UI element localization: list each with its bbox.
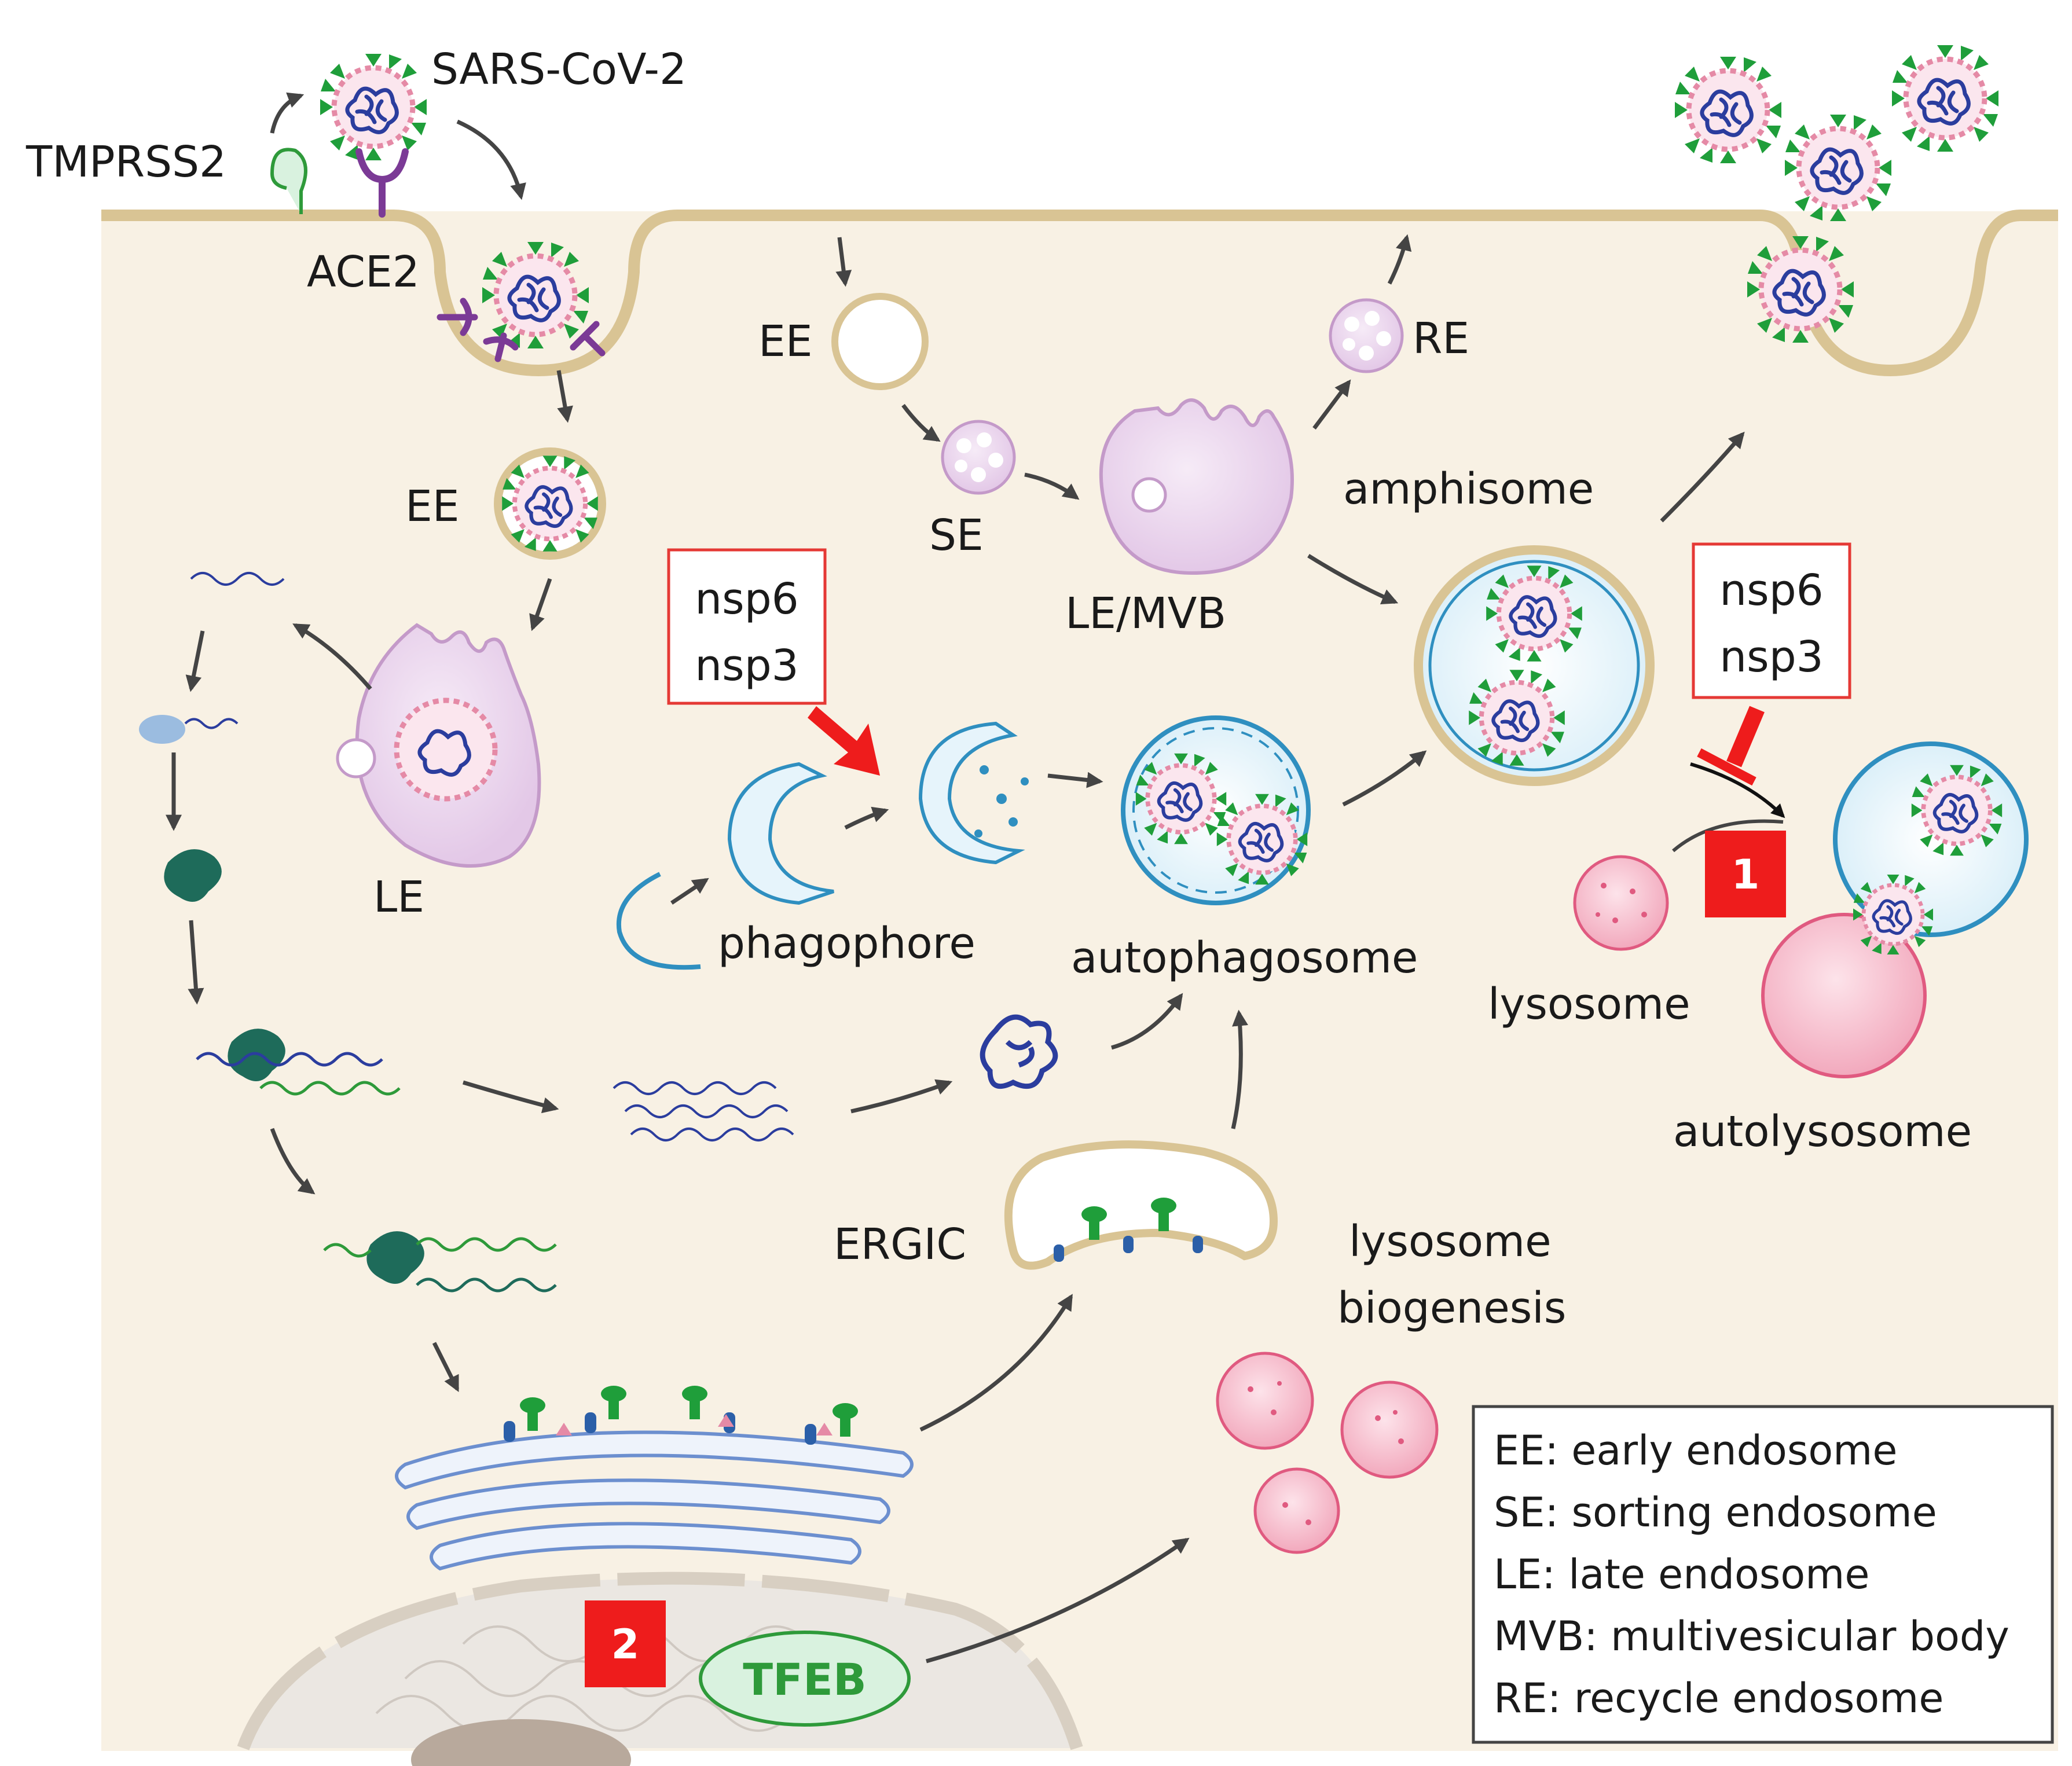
- nsp-box-left: [667, 548, 827, 705]
- label-ace2: ACE2: [307, 247, 420, 297]
- arrow-ee-to-le: [529, 578, 552, 631]
- virus-extracellular-top: [320, 54, 427, 160]
- ribosome-3: [366, 1231, 424, 1284]
- ergic-vesicle: [1004, 1140, 1278, 1270]
- legend-item-re: RE: recycle endosome: [1494, 1675, 1943, 1722]
- label-lysosome-biogenesis-1: lysosome: [1349, 1217, 1552, 1266]
- arrow-virus-entry: [456, 119, 526, 200]
- badge-1-label: 1: [1732, 851, 1760, 898]
- label-le: LE: [373, 872, 424, 922]
- legend-item-se: SE: sorting endosome: [1494, 1489, 1937, 1536]
- arrow-amphisome-to-autolysosome: [1690, 762, 1785, 818]
- lysosome: [1573, 855, 1669, 951]
- legend-item-ee: EE: early endosome: [1494, 1427, 1897, 1474]
- early-endosome-top: [831, 293, 929, 390]
- label-lysosome-biogenesis-2: biogenesis: [1337, 1283, 1566, 1333]
- ribosome-small: [139, 715, 185, 744]
- arrow-tfeb-to-lysosome-biogenesis: [926, 1537, 1190, 1664]
- virus-released-1: [1675, 57, 1781, 163]
- nsp-box-right-line2: nsp3: [1719, 632, 1824, 682]
- arrow-fusion: [1672, 819, 1784, 853]
- amphisome: [1414, 545, 1655, 786]
- endoplasmic-reticulum: [395, 1430, 914, 1571]
- ergic-membrane-proteins: [1054, 1198, 1203, 1262]
- virus-released-3: [1785, 115, 1891, 221]
- arrow-rna-to-replication: [462, 1080, 559, 1114]
- label-lysosome: lysosome: [1488, 979, 1690, 1029]
- legend-item-mvb: MVB: multivesicular body: [1494, 1613, 2009, 1660]
- nsp-box-left-line1: nsp6: [695, 574, 799, 624]
- label-autolysosome: autolysosome: [1673, 1107, 1972, 1156]
- label-tmprss2: TMPRSS2: [25, 137, 226, 187]
- label-re: RE: [1413, 314, 1469, 364]
- arrow-tmprss2: [270, 92, 305, 134]
- viral-nucleocapsid: [980, 1014, 1058, 1089]
- nsp-box-right: [1692, 542, 1851, 699]
- autolysosome-lysosome-part: [1761, 913, 1927, 1078]
- label-sars-cov-2: SARS-CoV-2: [431, 45, 687, 94]
- new-lysosome-3: [1253, 1467, 1340, 1554]
- label-se: SE: [929, 511, 984, 560]
- badge-2-label: 2: [611, 1621, 640, 1668]
- golgi-membrane-proteins: [504, 1386, 858, 1445]
- legend-item-le: LE: late endosome: [1494, 1551, 1869, 1598]
- virus-released-2: [1892, 45, 1998, 152]
- virus-exocytosis: [1747, 236, 1854, 343]
- phagophore-cargo: [918, 721, 1025, 865]
- label-ee-left: EE: [405, 482, 460, 531]
- nucleolus: [411, 1719, 631, 1766]
- new-lysosome-1: [1216, 1352, 1314, 1450]
- viral-rna-released: [190, 572, 285, 586]
- recycle-endosome: [1329, 298, 1404, 373]
- phagophore-large: [727, 762, 834, 905]
- nsp-activation-arrow: [808, 706, 880, 776]
- label-autophagosome: autophagosome: [1071, 933, 1418, 983]
- nsp-inhibition-marker: [1697, 706, 1765, 786]
- label-phagophore: phagophore: [718, 919, 976, 968]
- arrow-le-rna-release: [292, 623, 372, 691]
- plasma-membrane: [101, 210, 2058, 377]
- badge-1: [1705, 831, 1786, 917]
- legend-box: [1472, 1405, 2054, 1744]
- le-mvb: [1099, 398, 1294, 575]
- viral-rna-replication: [613, 1081, 794, 1141]
- arrow-to-ee: [556, 370, 573, 423]
- new-lysosome-2: [1340, 1381, 1439, 1479]
- label-tfeb: TFEB: [743, 1654, 867, 1705]
- badge-2: [585, 1600, 666, 1687]
- virus-endocytosis: [482, 242, 589, 348]
- phagophore-small: [616, 872, 701, 970]
- label-ergic: ERGIC: [834, 1220, 966, 1269]
- nsp-box-right-line1: nsp6: [1719, 566, 1824, 615]
- sorting-endosome: [941, 420, 1016, 495]
- label-ee-top: EE: [758, 317, 813, 366]
- nsp-box-left-line2: nsp3: [695, 641, 799, 691]
- label-amphisome: amphisome: [1343, 464, 1594, 514]
- arrow-translation-down: [270, 1128, 316, 1195]
- ribosome-1: [164, 849, 222, 902]
- tfeb-oval: [699, 1631, 911, 1727]
- ace2-receptor: [355, 148, 409, 218]
- label-le-mvb: LE/MVB: [1065, 589, 1226, 638]
- tmprss2-protein: [270, 148, 307, 214]
